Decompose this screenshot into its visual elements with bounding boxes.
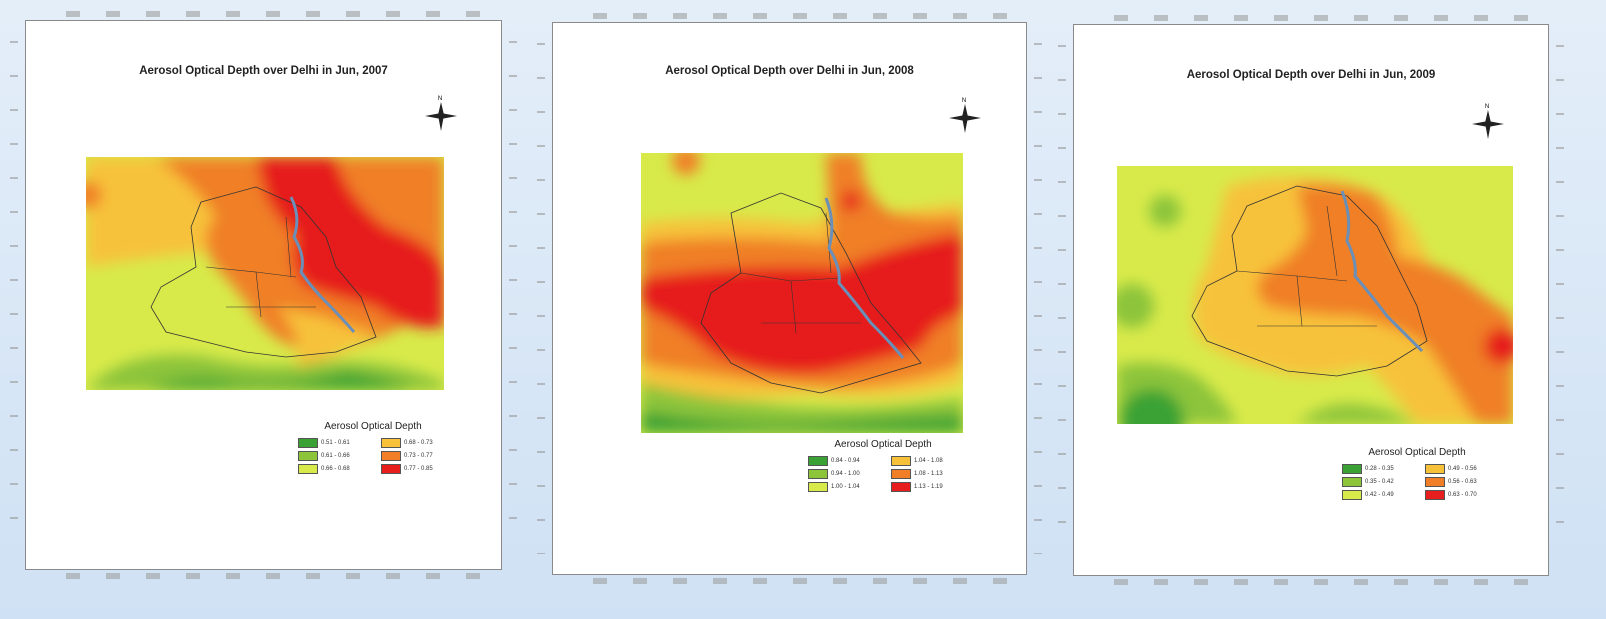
legend-swatch: [298, 438, 318, 448]
map-panel-2008: Aerosol Optical Depth over Delhi in Jun,…: [537, 13, 1042, 584]
bottom-graticule-ticks: [593, 578, 1016, 584]
legend-range: 1.00 - 1.04: [831, 484, 860, 490]
aod-map: [1117, 166, 1513, 424]
legend-range: 0.56 - 0.63: [1448, 479, 1477, 485]
bottom-graticule-ticks: [66, 573, 491, 579]
legend-range: 0.63 - 0.70: [1448, 492, 1477, 498]
right-graticule-ticks: [509, 41, 517, 549]
bottom-graticule-ticks: [1114, 579, 1538, 585]
legend-range: 0.94 - 1.00: [831, 471, 860, 477]
legend-range: 0.51 - 0.61: [321, 440, 350, 446]
legend-item: 1.00 - 1.04: [808, 482, 885, 492]
map-title: Aerosol Optical Depth over Delhi in Jun,…: [1186, 69, 1436, 81]
north-label: N: [438, 96, 442, 102]
legend-title: Aerosol Optical Depth: [1368, 447, 1466, 458]
north-label: N: [962, 98, 966, 104]
left-graticule-ticks: [10, 41, 18, 549]
legend-range: 0.42 - 0.49: [1365, 492, 1394, 498]
legend-swatch: [298, 451, 318, 461]
legend-swatch: [1425, 477, 1445, 487]
right-graticule-ticks: [1556, 45, 1564, 555]
legend-swatch: [298, 464, 318, 474]
legend-item: 0.61 - 0.66: [298, 451, 375, 461]
legend-range: 0.35 - 0.42: [1365, 479, 1394, 485]
legend-swatch: [808, 482, 828, 492]
legend: Aerosol Optical Depth 0.51 - 0.61 0.68 -…: [288, 421, 458, 474]
legend-item: 1.13 - 1.19: [891, 482, 968, 492]
legend-item: 0.28 - 0.35: [1342, 464, 1419, 474]
north-arrow-icon: N: [949, 98, 981, 133]
legend-item: 0.68 - 0.73: [381, 438, 458, 448]
aod-map: [641, 153, 963, 433]
legend-range: 0.84 - 0.94: [831, 458, 860, 464]
top-graticule-ticks: [1114, 15, 1538, 21]
legend-swatch: [1342, 477, 1362, 487]
legend-swatch: [1342, 464, 1362, 474]
north-arrow-icon: N: [1472, 104, 1504, 139]
legend-range: 0.28 - 0.35: [1365, 466, 1394, 472]
legend: Aerosol Optical Depth 0.84 - 0.94 1.04 -…: [798, 439, 968, 492]
legend-range: 0.77 - 0.85: [404, 466, 433, 472]
map-title: Aerosol Optical Depth over Delhi in Jun,…: [139, 65, 388, 77]
legend-title: Aerosol Optical Depth: [834, 439, 932, 450]
legend-range: 0.73 - 0.77: [404, 453, 433, 459]
legend-range: 0.68 - 0.73: [404, 440, 433, 446]
map-panel-2007: Aerosol Optical Depth over Delhi in Jun,…: [10, 11, 517, 579]
map-panel-2009: Aerosol Optical Depth over Delhi in Jun,…: [1058, 15, 1564, 585]
legend-swatch: [381, 464, 401, 474]
legend-swatch: [1342, 490, 1362, 500]
legend-swatch: [891, 482, 911, 492]
legend-item: 0.84 - 0.94: [808, 456, 885, 466]
legend-range: 0.61 - 0.66: [321, 453, 350, 459]
legend-item: 0.51 - 0.61: [298, 438, 375, 448]
legend-swatch: [808, 469, 828, 479]
map-title: Aerosol Optical Depth over Delhi in Jun,…: [665, 65, 914, 77]
legend-item: 0.73 - 0.77: [381, 451, 458, 461]
legend: Aerosol Optical Depth 0.28 - 0.35 0.49 -…: [1332, 447, 1502, 500]
legend-item: 0.63 - 0.70: [1425, 490, 1502, 500]
legend-title: Aerosol Optical Depth: [324, 421, 422, 432]
north-arrow-icon: N: [425, 96, 457, 131]
legend-swatch: [891, 469, 911, 479]
legend-swatch: [381, 438, 401, 448]
legend-swatch: [381, 451, 401, 461]
right-graticule-ticks: [1034, 43, 1042, 554]
legend-item: 0.94 - 1.00: [808, 469, 885, 479]
legend-item: 0.66 - 0.68: [298, 464, 375, 474]
left-graticule-ticks: [1058, 45, 1066, 555]
legend-item: 0.56 - 0.63: [1425, 477, 1502, 487]
legend-swatch: [891, 456, 911, 466]
legend-item: 0.49 - 0.56: [1425, 464, 1502, 474]
legend-range: 1.08 - 1.13: [914, 471, 943, 477]
legend-range: 0.66 - 0.68: [321, 466, 350, 472]
legend-item: 1.04 - 1.08: [891, 456, 968, 466]
legend-range: 0.49 - 0.56: [1448, 466, 1477, 472]
legend-item: 0.42 - 0.49: [1342, 490, 1419, 500]
legend-item: 0.77 - 0.85: [381, 464, 458, 474]
top-graticule-ticks: [593, 13, 1016, 19]
legend-swatch: [1425, 490, 1445, 500]
aod-map: [86, 157, 444, 390]
north-label: N: [1485, 104, 1489, 110]
left-graticule-ticks: [537, 43, 545, 554]
legend-item: 1.08 - 1.13: [891, 469, 968, 479]
legend-range: 1.04 - 1.08: [914, 458, 943, 464]
legend-swatch: [808, 456, 828, 466]
legend-swatch: [1425, 464, 1445, 474]
legend-item: 0.35 - 0.42: [1342, 477, 1419, 487]
top-graticule-ticks: [66, 11, 491, 17]
legend-range: 1.13 - 1.19: [914, 484, 943, 490]
